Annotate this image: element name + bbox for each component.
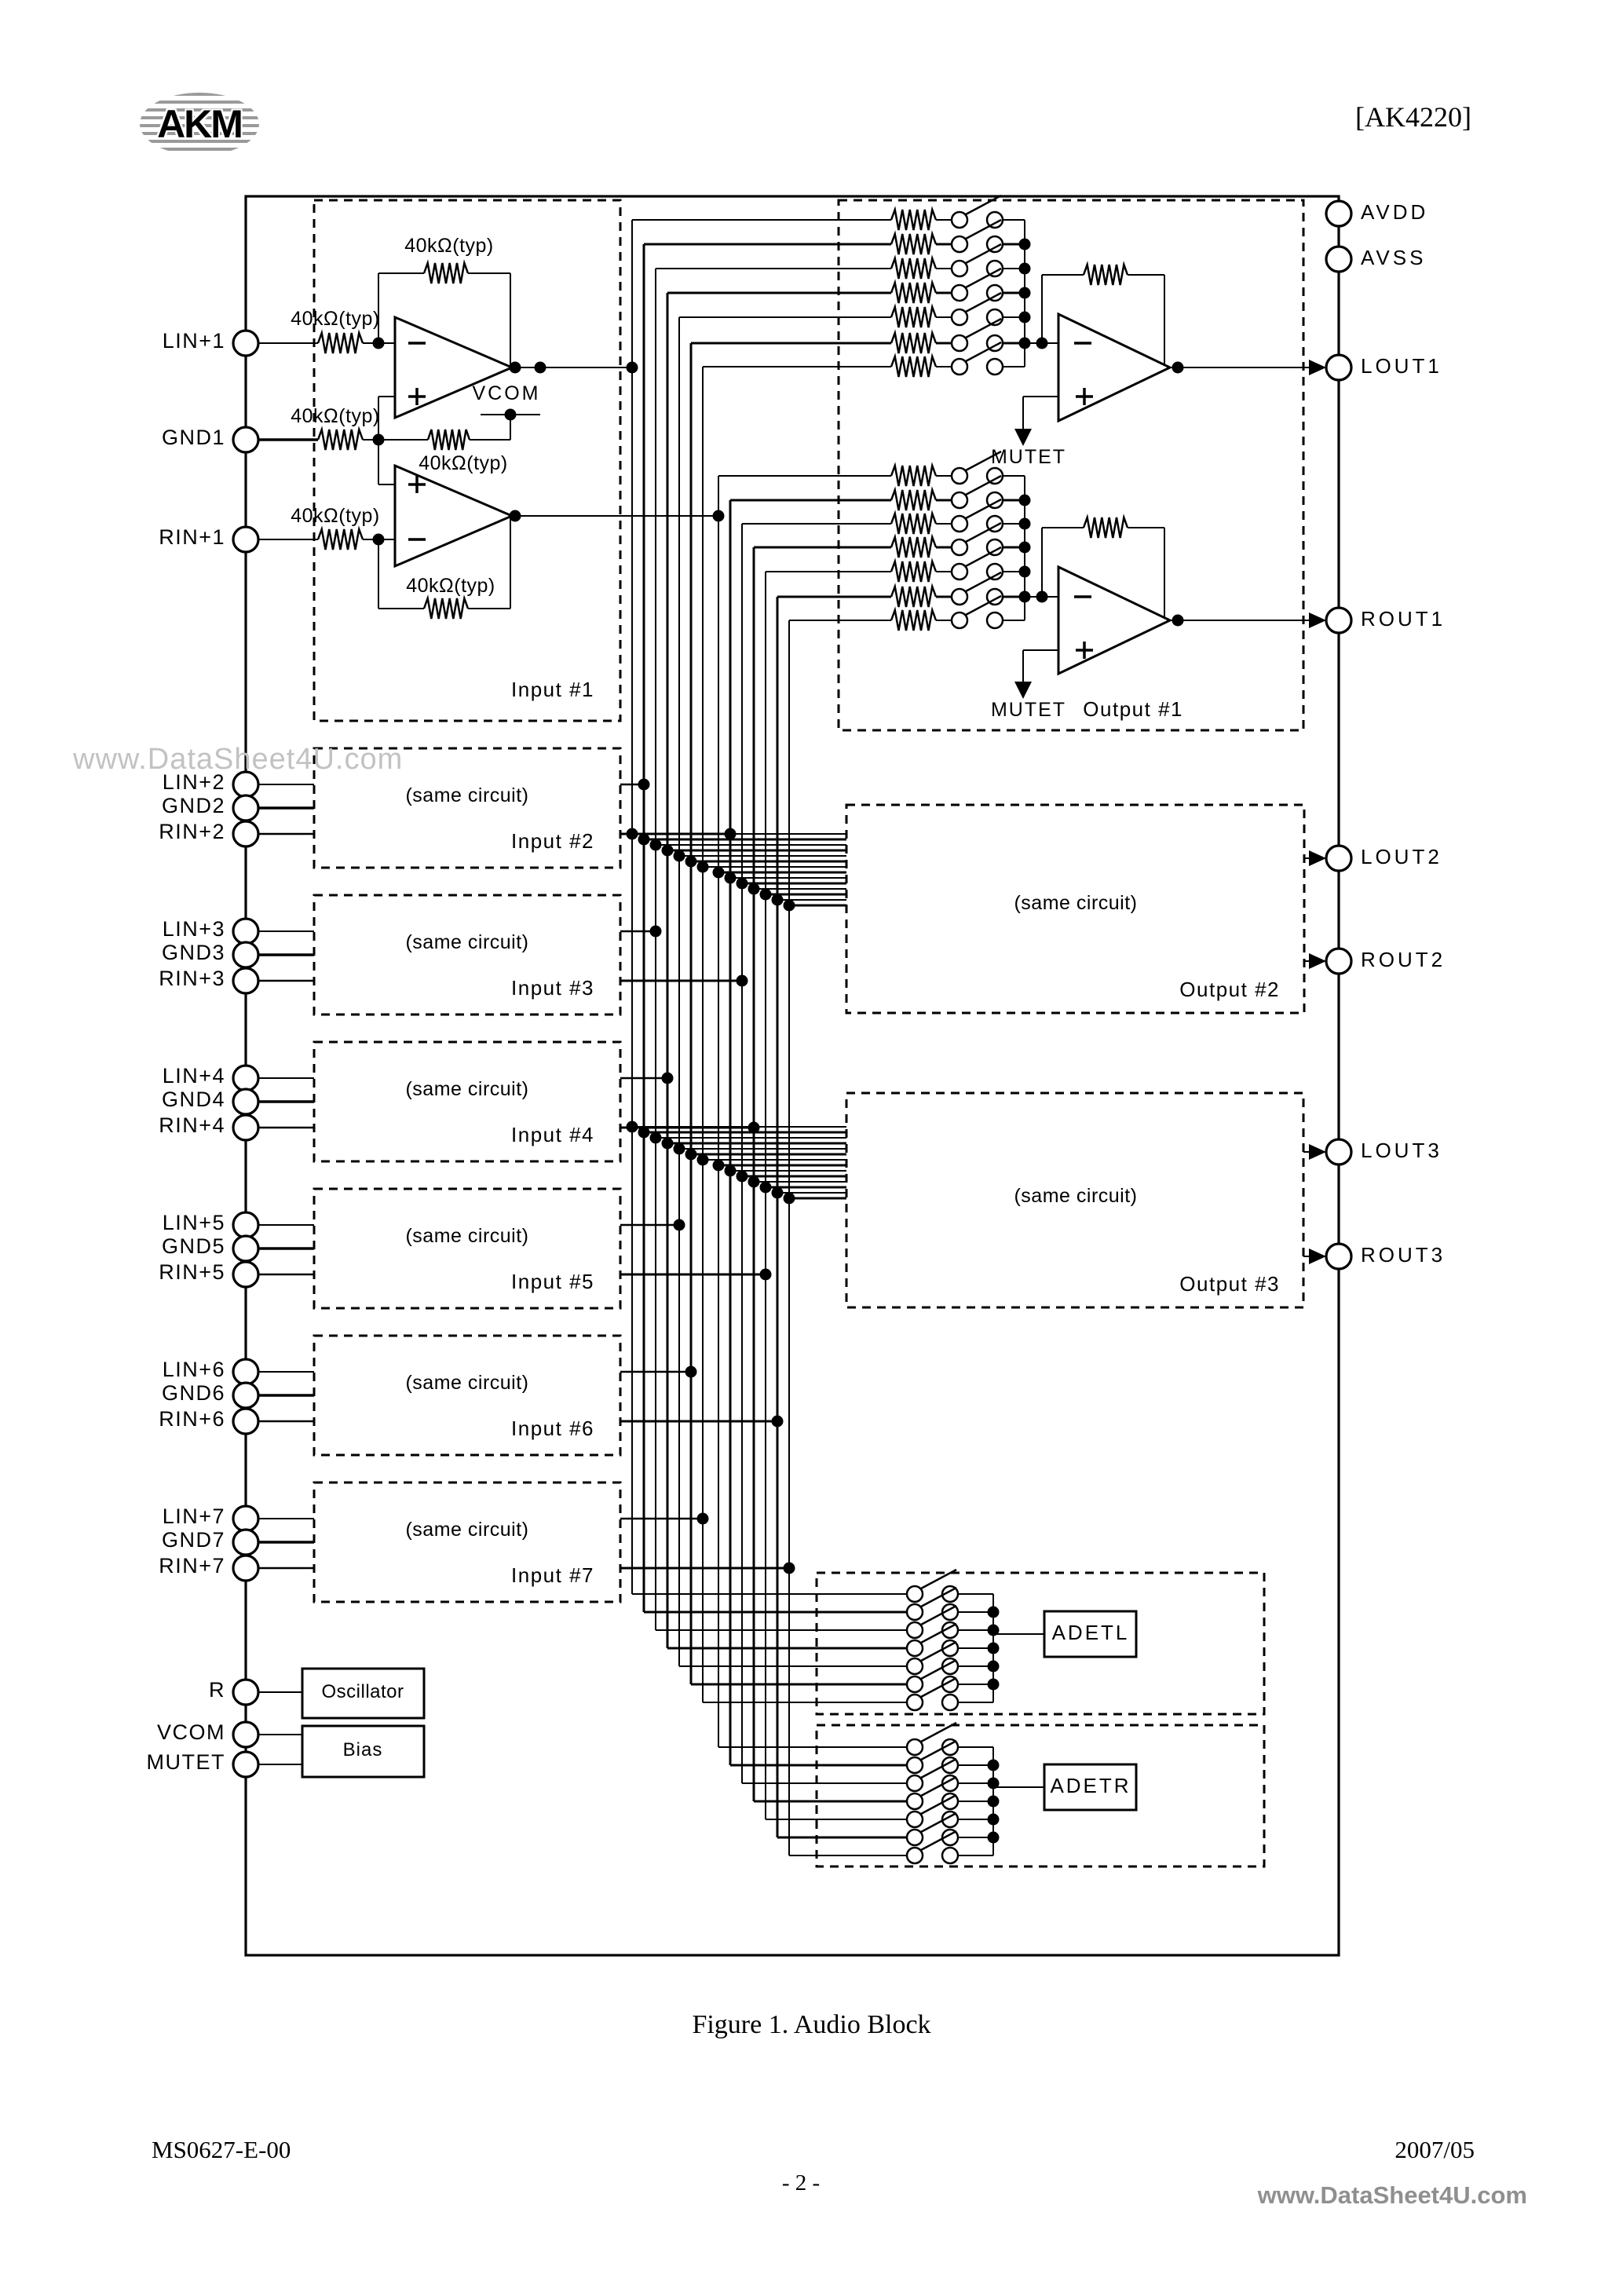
pin-label-left-0: LIN+1 <box>162 329 225 353</box>
footer-doc-id: MS0627-E-00 <box>152 2136 291 2163</box>
pin-label-left-7: GND3 <box>161 941 225 965</box>
pin-label-left-15: LIN+6 <box>162 1358 225 1382</box>
pin-label-left-18: LIN+7 <box>162 1504 225 1529</box>
pin-label-right-7: ROUT3 <box>1361 1242 1446 1267</box>
pin-label-right-3: ROUT1 <box>1361 606 1446 631</box>
akm-logo: AKM <box>140 93 259 155</box>
block-label-input-1: Input #1 <box>511 677 594 701</box>
figure-caption: Figure 1. Audio Block <box>692 2010 931 2039</box>
pin-label-left-21: R <box>209 1678 225 1702</box>
pin-label-right-2: LOUT1 <box>1361 353 1442 378</box>
block-note-input-7: (same circuit) <box>405 1518 529 1541</box>
block-note-input-3: (same circuit) <box>405 930 529 953</box>
block-label-input-2: Input #2 <box>511 828 594 853</box>
pin-label-left-12: LIN+5 <box>162 1211 225 1235</box>
block-label-input-4: Input #4 <box>511 1122 594 1146</box>
pin-label-right-4: LOUT2 <box>1361 844 1442 868</box>
pin-label-left-13: GND5 <box>161 1234 225 1259</box>
pin-label-left-20: RIN+7 <box>159 1554 225 1578</box>
footer-page-number: - 2 - <box>781 2170 821 2195</box>
pin-label-left-11: RIN+4 <box>159 1113 225 1138</box>
block-note-input-6: (same circuit) <box>405 1371 529 1394</box>
block-label-input-5: Input #5 <box>511 1269 594 1293</box>
pin-label-left-16: GND6 <box>161 1381 225 1406</box>
adetr-label: ADETR <box>1050 1773 1131 1797</box>
resistor-value-label-3: 40kΩ(typ) <box>419 452 508 474</box>
watermark: www.DataSheet4U.com <box>73 743 404 776</box>
resistor-value-label-0: 40kΩ(typ) <box>291 307 380 330</box>
resistor-value-label-1: 40kΩ(typ) <box>404 234 494 257</box>
mutet-label-1: MUTET <box>990 698 1067 721</box>
block-note-output-2: (same circuit) <box>1014 891 1138 914</box>
vcom-label: VCOM <box>472 382 541 404</box>
pin-label-left-4: GND2 <box>161 794 225 818</box>
block-label-input-3: Input #3 <box>511 975 594 1000</box>
pin-label-right-6: LOUT3 <box>1361 1138 1442 1162</box>
block-label-output-2: Output #2 <box>1179 977 1280 1001</box>
pin-label-left-22: VCOM <box>157 1720 225 1745</box>
bias-label: Bias <box>342 1739 383 1761</box>
part-number: [AK4220] <box>1355 101 1471 133</box>
pin-label-left-10: GND4 <box>161 1088 225 1112</box>
block-note-input-4: (same circuit) <box>405 1077 529 1100</box>
block-note-input-2: (same circuit) <box>405 784 529 806</box>
oscillator-label: Oscillator <box>321 1681 404 1703</box>
pin-label-left-6: LIN+3 <box>162 917 225 941</box>
pin-label-left-14: RIN+5 <box>159 1260 225 1285</box>
resistor-value-label-2: 40kΩ(typ) <box>291 404 380 427</box>
pin-label-right-1: AVSS <box>1361 245 1427 269</box>
block-note-input-5: (same circuit) <box>405 1224 529 1247</box>
pin-label-left-2: RIN+1 <box>159 525 225 550</box>
pin-label-left-5: RIN+2 <box>159 820 225 844</box>
akm-logo-text: AKM <box>157 102 243 146</box>
pin-label-left-8: RIN+3 <box>159 967 225 991</box>
block-label-input-6: Input #6 <box>511 1416 594 1440</box>
footer-date: 2007/05 <box>1395 2136 1475 2163</box>
block-label-output-3: Output #3 <box>1179 1271 1280 1296</box>
resistor-value-label-5: 40kΩ(typ) <box>406 574 495 597</box>
pin-label-left-9: LIN+4 <box>162 1064 225 1088</box>
pin-label-left-3: LIN+2 <box>162 770 225 795</box>
block-label-input-7: Input #7 <box>511 1563 594 1587</box>
adetl-label: ADETL <box>1051 1620 1130 1644</box>
block-label-output-1: Output #1 <box>1083 696 1183 721</box>
pin-label-right-0: AVDD <box>1361 199 1429 224</box>
block-note-output-3: (same circuit) <box>1014 1184 1138 1207</box>
pin-label-left-17: RIN+6 <box>159 1407 225 1431</box>
pin-label-left-19: GND7 <box>161 1528 225 1552</box>
mutet-label-0: MUTET <box>990 445 1067 468</box>
footer-site-logo: www.DataSheet4U.com <box>1257 2181 1527 2209</box>
pin-label-left-1: GND1 <box>161 426 225 450</box>
pin-label-right-5: ROUT2 <box>1361 947 1446 971</box>
resistor-value-label-4: 40kΩ(typ) <box>291 504 380 527</box>
pin-label-left-23: MUTET <box>146 1750 225 1775</box>
